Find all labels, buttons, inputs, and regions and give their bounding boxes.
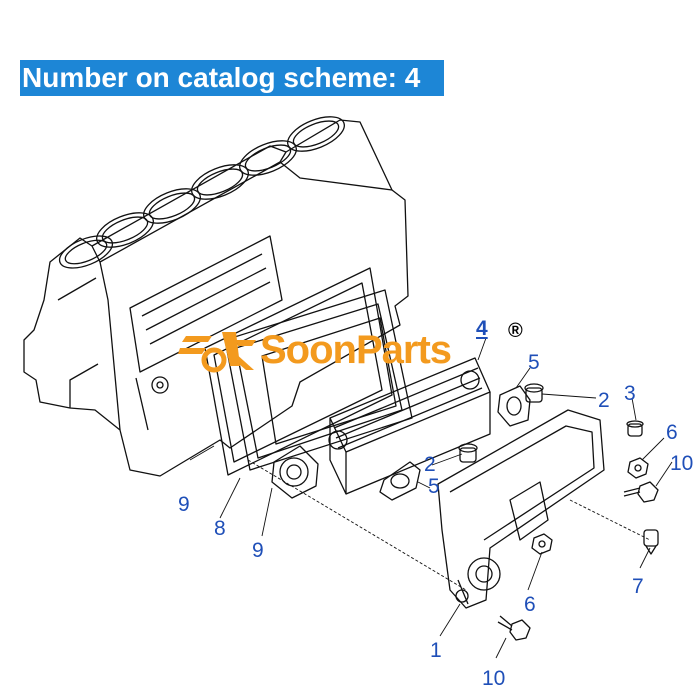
gasket-5-mid	[379, 461, 421, 501]
callout-5-top: 5	[528, 351, 540, 374]
plug-3	[626, 420, 644, 437]
catalog-scheme-banner: Number on catalog scheme: 4	[20, 60, 444, 96]
callout-8: 8	[214, 517, 226, 540]
callout-7: 7	[632, 575, 644, 598]
leader-lines	[189, 337, 673, 659]
gasket-8	[204, 267, 393, 476]
watermark-brand-text: SoonParts	[260, 328, 452, 372]
callout-10-bottom: 10	[482, 667, 506, 690]
cylinder-bores	[58, 116, 345, 269]
callout-1: 1	[430, 639, 442, 662]
callout-6-right: 6	[666, 421, 678, 444]
plug-2-mid	[458, 443, 478, 463]
plug-2-top	[524, 383, 544, 403]
engine-block	[23, 119, 409, 477]
block-side-openings	[129, 235, 283, 431]
bolt-10-bottom	[497, 615, 531, 641]
nut-6-right	[627, 457, 649, 479]
callout-9-left: 9	[178, 493, 190, 516]
callout-2-top: 2	[598, 389, 610, 412]
round-flange	[271, 445, 319, 499]
callout-4: 4	[476, 317, 488, 340]
cooler-housing	[437, 409, 605, 609]
oil-cooler-core	[328, 357, 491, 495]
bolt-10-right	[623, 481, 659, 503]
plug-7	[643, 529, 659, 555]
callout-3: 3	[624, 382, 636, 405]
gasket-5-top	[497, 385, 531, 427]
callout-9-bottom: 9	[252, 539, 264, 562]
callout-5-mid: 5	[428, 475, 440, 498]
nut-6-bottom	[531, 533, 553, 555]
soonparts-watermark: SoonParts ®	[178, 320, 538, 382]
soonparts-logo-icon	[178, 332, 256, 373]
callout-2-mid: 2	[424, 453, 436, 476]
registered-mark: ®	[508, 320, 523, 342]
callout-6-bottom: 6	[524, 593, 536, 616]
callout-10-right: 10	[670, 452, 694, 475]
